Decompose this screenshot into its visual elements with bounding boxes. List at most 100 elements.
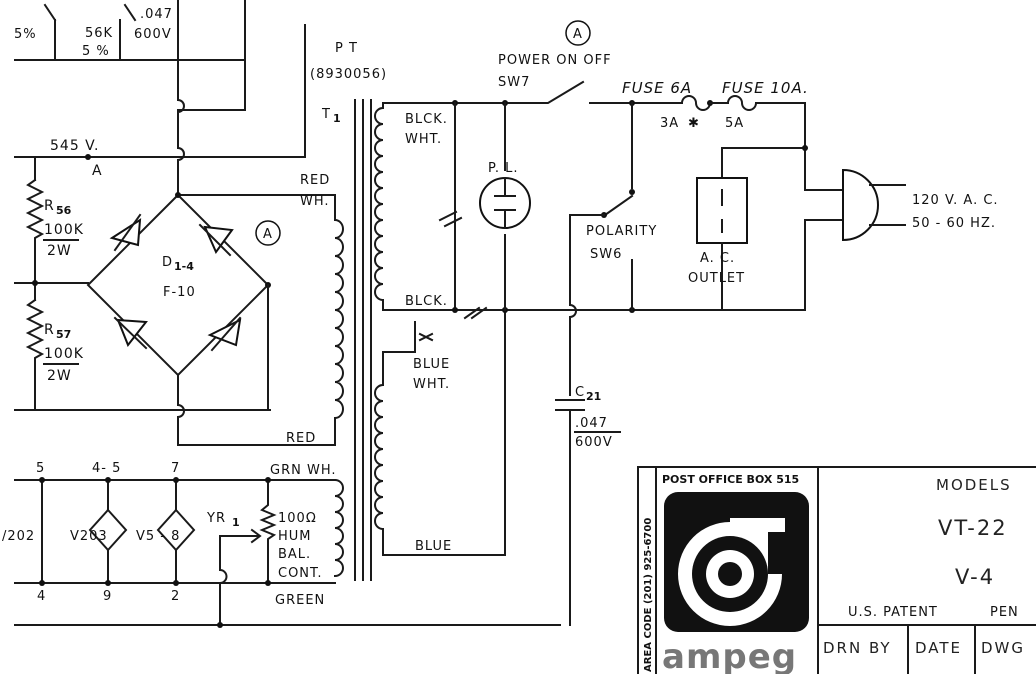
patent-label: U.S. PATENT bbox=[848, 605, 938, 620]
diode-3 bbox=[116, 318, 148, 347]
r56-ref-sub: 56 bbox=[56, 204, 72, 217]
trimmer-yr-ref: YR bbox=[206, 511, 226, 526]
winding-red-wh: WH. bbox=[300, 194, 330, 209]
hum-cont-label: CONT. bbox=[278, 566, 323, 581]
hum-bal-label: BAL. bbox=[278, 547, 311, 562]
heater-v203: V203 bbox=[70, 529, 108, 544]
mains-plug bbox=[804, 168, 906, 311]
trimmer-yr-sub: 1 bbox=[232, 516, 240, 529]
bridge-rectifier bbox=[86, 192, 336, 446]
r57-value: 100K bbox=[44, 346, 84, 362]
bridge-marker-circle bbox=[255, 220, 281, 246]
pilot-lamp bbox=[479, 177, 531, 229]
r56-ref: R bbox=[44, 198, 55, 214]
winding-red-bottom: RED bbox=[286, 431, 316, 446]
outlet-line2: OUTLET bbox=[688, 271, 745, 286]
bridge-marker: A bbox=[263, 227, 273, 242]
bridge-type: F-10 bbox=[163, 285, 196, 300]
winding-blue-wht2: WHT. bbox=[413, 377, 450, 392]
r57-wattage: 2W bbox=[47, 368, 72, 384]
models-label: MODELS bbox=[936, 476, 1012, 494]
transformer-core bbox=[354, 99, 372, 581]
r57-zigzag bbox=[25, 298, 45, 411]
cap-top-voltage: 600V bbox=[134, 27, 172, 42]
hum-label: HUM bbox=[278, 529, 312, 544]
c21-value: .047 bbox=[575, 416, 608, 431]
heater-winding bbox=[374, 309, 506, 556]
winding-green: GREEN bbox=[275, 593, 325, 608]
pct-left-label: 5% bbox=[14, 27, 37, 42]
power-switch-marker: A bbox=[573, 27, 583, 42]
c21-ref-sub: 21 bbox=[586, 390, 601, 403]
rail-voltage-label: 545 V. bbox=[50, 138, 99, 154]
title-block bbox=[637, 466, 1036, 674]
power-switch-ref: SW7 bbox=[498, 75, 530, 90]
heater-tubes bbox=[14, 477, 561, 628]
polarity-switch bbox=[569, 102, 635, 396]
winding-blue-wht: BLUE bbox=[413, 357, 450, 372]
vertical-wire-left bbox=[177, 0, 185, 196]
rail-junction bbox=[85, 154, 91, 160]
res-5pct-label: 5 % bbox=[82, 44, 110, 59]
ampeg-logo bbox=[664, 492, 809, 632]
rail-node-a: A bbox=[92, 163, 103, 179]
heater-pin-2: 2 bbox=[171, 589, 180, 604]
po-box: POST OFFICE BOX 515 bbox=[662, 473, 799, 486]
polarity-ref: SW6 bbox=[590, 247, 622, 262]
r57-ref: R bbox=[44, 322, 55, 338]
fuse1-alt: 3A bbox=[660, 116, 679, 131]
hv-secondary-winding bbox=[333, 194, 344, 446]
pilot-lamp-label: P. L. bbox=[488, 161, 518, 176]
diode-1 bbox=[109, 218, 142, 247]
t1-ref-sub: 1 bbox=[333, 112, 341, 125]
pen-label: PEN bbox=[990, 605, 1019, 620]
ac-outlet bbox=[696, 177, 748, 311]
winding-blck: BLCK. bbox=[405, 294, 448, 309]
resistor-column bbox=[14, 156, 271, 411]
winding-grn-wh: GRN WH. bbox=[270, 463, 337, 478]
winding-blue: BLUE bbox=[415, 539, 452, 554]
outlet-line1: A. C. bbox=[700, 251, 735, 266]
fuse2-alt: 5A bbox=[725, 116, 744, 131]
r57-ref-sub: 57 bbox=[56, 328, 71, 341]
fuse1-label: FUSE 6A bbox=[622, 79, 692, 97]
pt-label: P T bbox=[335, 41, 358, 56]
model-vt22: VT-22 bbox=[938, 516, 1008, 540]
fuse2-label: FUSE 10A. bbox=[722, 79, 809, 97]
heater-pin-4: 4 bbox=[37, 589, 46, 604]
r56-value: 100K bbox=[44, 222, 84, 238]
power-switch-label: POWER ON OFF bbox=[498, 53, 612, 68]
pt-lead-wire bbox=[14, 24, 306, 158]
brand-wordmark: ampeg bbox=[662, 637, 797, 674]
res-56k-label: 56K bbox=[85, 26, 113, 41]
heater-v58: V5 - 8 bbox=[136, 529, 180, 544]
bridge-ref-sub: 1-4 bbox=[174, 260, 194, 273]
model-v4: V-4 bbox=[955, 565, 995, 589]
power-switch-marker-circle bbox=[565, 20, 591, 46]
date-label: DATE bbox=[915, 639, 962, 657]
polarity-label: POLARITY bbox=[586, 224, 657, 239]
heater-v202: /202 bbox=[2, 529, 35, 544]
dwg-label: DWG bbox=[981, 639, 1025, 657]
area-code: AREA CODE (201) 925-6700 bbox=[643, 518, 654, 672]
heater-pin-5: 5 bbox=[36, 461, 45, 476]
winding-blck-wht: BLCK. bbox=[405, 112, 448, 127]
heater-pin-45: 4- 5 bbox=[92, 461, 121, 476]
hum-value: 100Ω bbox=[278, 511, 317, 526]
pt-part-number: (8930056) bbox=[310, 67, 387, 82]
capacitor-c21 bbox=[555, 399, 585, 626]
primary-bus bbox=[438, 80, 806, 320]
bridge-ref: D bbox=[162, 255, 173, 270]
drn-by-label: DRN BY bbox=[823, 639, 892, 657]
top-resistor-fragment: 5% 56K 5 % .047 600V bbox=[14, 0, 246, 111]
mains-freq: 50 - 60 HZ. bbox=[912, 216, 996, 231]
cap-top-value: .047 bbox=[140, 7, 173, 22]
diode-2 bbox=[203, 225, 234, 254]
winding-blck-wht2: WHT. bbox=[405, 132, 442, 147]
c21-ref: C bbox=[575, 385, 585, 400]
t1-ref: T bbox=[321, 107, 331, 122]
heater-pin-7: 7 bbox=[171, 461, 180, 476]
mains-voltage: 120 V. A. C. bbox=[912, 193, 999, 208]
